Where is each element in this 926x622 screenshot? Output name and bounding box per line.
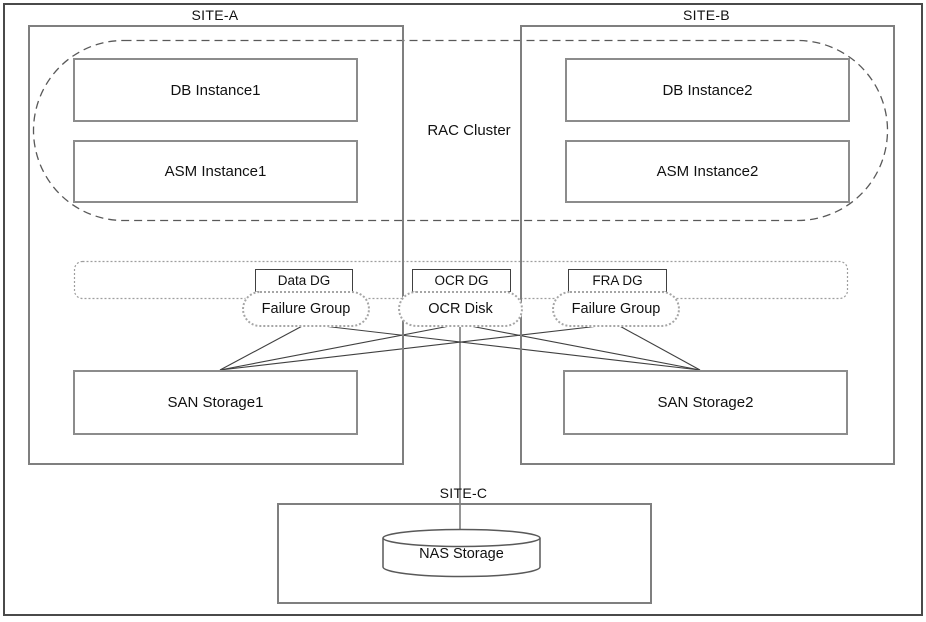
site-b-box bbox=[520, 25, 895, 465]
db-instance2-node: DB Instance2 bbox=[565, 58, 850, 122]
data-dg-box: Data DG bbox=[255, 269, 353, 292]
site-a-label: SITE-A bbox=[191, 7, 239, 23]
ocr-disk-pill: OCR Disk bbox=[398, 291, 523, 327]
db-instance1-node: DB Instance1 bbox=[73, 58, 358, 122]
site-c-label: SITE-C bbox=[439, 485, 488, 501]
asm-instance1-node: ASM Instance1 bbox=[73, 140, 358, 203]
ocr-dg-box: OCR DG bbox=[412, 269, 511, 292]
site-c-box bbox=[277, 503, 652, 604]
outer-frame bbox=[3, 3, 923, 616]
fra-dg-box: FRA DG bbox=[568, 269, 667, 292]
site-b-label: SITE-B bbox=[683, 7, 730, 23]
failure-group2-pill: Failure Group bbox=[552, 291, 680, 327]
failure-group1-pill: Failure Group bbox=[242, 291, 370, 327]
nas-storage-label: NAS Storage bbox=[419, 546, 504, 562]
site-a-box bbox=[28, 25, 404, 465]
san-storage2-node: SAN Storage2 bbox=[563, 370, 848, 435]
san-storage1-node: SAN Storage1 bbox=[73, 370, 358, 435]
rac-cluster-label: RAC Cluster bbox=[427, 122, 511, 139]
asm-instance2-node: ASM Instance2 bbox=[565, 140, 850, 203]
